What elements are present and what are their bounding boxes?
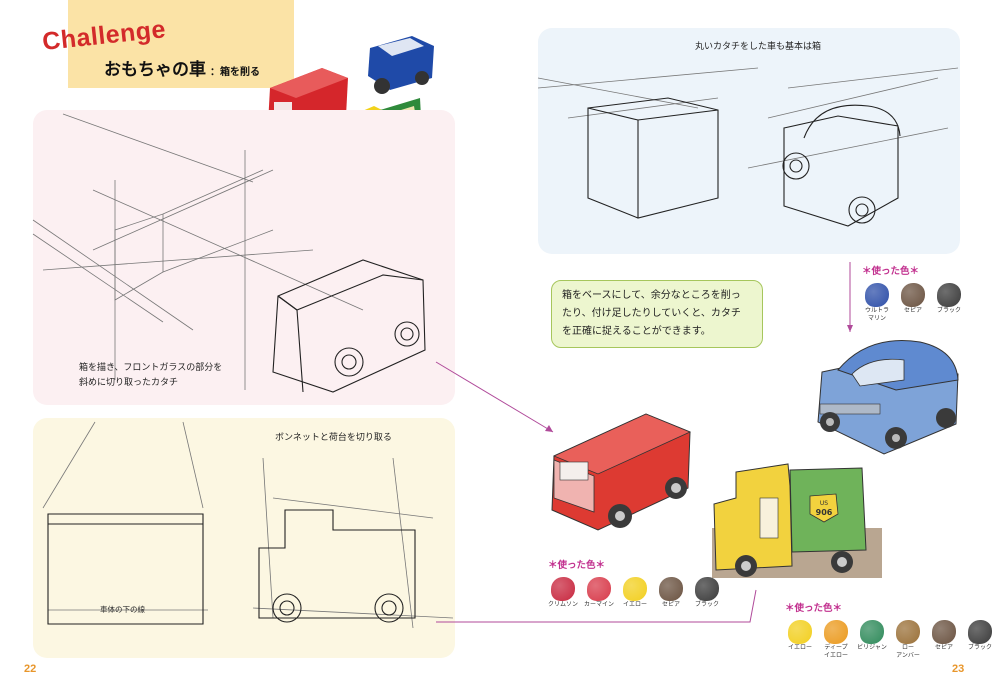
color-name-label: ディープ イエロー bbox=[824, 644, 848, 659]
color-name-label: カーマイン bbox=[584, 601, 615, 608]
color-name-label: ビリジャン bbox=[857, 644, 887, 651]
page-title: おもちゃの車 ：箱を削る bbox=[104, 55, 260, 80]
paint-blob bbox=[896, 620, 920, 644]
blue-car-watercolor bbox=[817, 340, 959, 455]
title-main-text: おもちゃの車 bbox=[104, 60, 206, 80]
swatch-row: ウルトラ マリン セピア ブラック bbox=[862, 283, 964, 323]
caption-body-bottom-line: 車体の下の線 bbox=[100, 605, 145, 614]
title-background bbox=[68, 0, 294, 88]
color-name-label: イエロー bbox=[788, 644, 812, 651]
color-swatch: イエロー bbox=[620, 577, 650, 609]
color-swatch: ロー アンバー bbox=[893, 620, 923, 660]
color-swatch: セピア bbox=[656, 577, 686, 609]
color-name-label: セピア bbox=[661, 601, 680, 608]
yellow-truck-watercolor: US 906 bbox=[712, 463, 882, 578]
caption-round-car: 丸いカタチをした車も基本は箱 bbox=[695, 42, 822, 52]
color-name-label: セピア bbox=[903, 307, 922, 314]
title-subtitle: ：箱を削る bbox=[210, 67, 260, 78]
color-swatch: セピア bbox=[898, 283, 928, 323]
color-name-label: ブラック bbox=[694, 601, 719, 608]
colors-used-label: ＊使った色＊ bbox=[785, 603, 843, 614]
paint-blob bbox=[865, 283, 889, 307]
palette-blue-car: ＊使った色＊ ウルトラ マリン セピア ブラック bbox=[862, 263, 964, 323]
paint-blob bbox=[860, 620, 884, 644]
palette-red-van: ＊使った色＊ クリムソンカーマイン イエロー セピア ブラック bbox=[548, 557, 722, 609]
color-swatch: セピア bbox=[929, 620, 959, 660]
plate-top-text: US bbox=[820, 500, 828, 507]
paint-blob bbox=[824, 620, 848, 644]
color-name-label: クリムソン bbox=[548, 601, 579, 608]
color-swatch: ビリジャン bbox=[857, 620, 887, 660]
paint-blob bbox=[968, 620, 992, 644]
page-number-left: 22 bbox=[24, 663, 37, 675]
caption-box-front-glass: 箱を描き、フロントガラスの部分を 斜めに切り取ったカタチ bbox=[79, 361, 222, 391]
color-name-label: ウルトラ マリン bbox=[864, 307, 889, 322]
paint-blob bbox=[623, 577, 647, 601]
paint-blob bbox=[788, 620, 812, 644]
callout-line: たり、付け足したりしていくと、カタチ bbox=[562, 308, 741, 319]
round-car-sketch bbox=[537, 67, 959, 227]
color-swatch: ブラック bbox=[934, 283, 964, 323]
paint-blob bbox=[587, 577, 611, 601]
swatch-row: クリムソンカーマイン イエロー セピア ブラック bbox=[548, 577, 722, 609]
color-name-label: セピア bbox=[934, 644, 953, 651]
red-van-watercolor bbox=[551, 413, 692, 531]
color-name-label: ブラック bbox=[936, 307, 961, 314]
caption-line: 斜めに切り取ったカタチ bbox=[79, 378, 179, 388]
color-swatch: ブラック bbox=[692, 577, 722, 609]
page-number-right: 23 bbox=[952, 663, 965, 675]
paint-blob bbox=[932, 620, 956, 644]
palette-yellow-truck: ＊使った色＊ イエロー ディープ イエロー ビリジャン ロー アンバー セピア ブラック bbox=[785, 600, 992, 660]
tip-callout: 箱をベースにして、余分なところを削っ たり、付け足したりしていくと、カタチ を正… bbox=[551, 280, 763, 348]
color-swatch: イエロー bbox=[785, 620, 815, 660]
callout-line: を正確に捉えることができます。 bbox=[562, 326, 711, 337]
blue-toy-car-image bbox=[368, 36, 434, 94]
color-name-label: ロー アンバー bbox=[896, 644, 920, 659]
color-swatch: ディープ イエロー bbox=[821, 620, 851, 660]
color-swatch: ブラック bbox=[965, 620, 992, 660]
color-name-label: イエロー bbox=[623, 601, 647, 608]
paint-blob bbox=[659, 577, 683, 601]
colors-used-label: ＊使った色＊ bbox=[548, 560, 606, 571]
color-swatch: クリムソン bbox=[548, 577, 578, 609]
truck-construction-sketch bbox=[42, 421, 454, 629]
perspective-box-sketch bbox=[32, 113, 426, 393]
callout-line: 箱をベースにして、余分なところを削っ bbox=[562, 290, 741, 301]
color-swatch: カーマイン bbox=[584, 577, 614, 609]
color-name-label: ブラック bbox=[967, 644, 992, 651]
colors-used-label: ＊使った色＊ bbox=[862, 266, 920, 277]
paint-blob bbox=[901, 283, 925, 307]
plate-number-text: 906 bbox=[816, 508, 833, 517]
round-car-panel bbox=[538, 28, 960, 254]
color-swatch: ウルトラ マリン bbox=[862, 283, 892, 323]
paint-blob bbox=[937, 283, 961, 307]
swatch-row: イエロー ディープ イエロー ビリジャン ロー アンバー セピア ブラック bbox=[785, 620, 992, 660]
paint-blob bbox=[551, 577, 575, 601]
caption-line: 箱を描き、フロントガラスの部分を bbox=[79, 363, 223, 373]
paint-blob bbox=[695, 577, 719, 601]
caption-bonnet-bed: ボンネットと荷台を切り取る bbox=[275, 433, 392, 443]
